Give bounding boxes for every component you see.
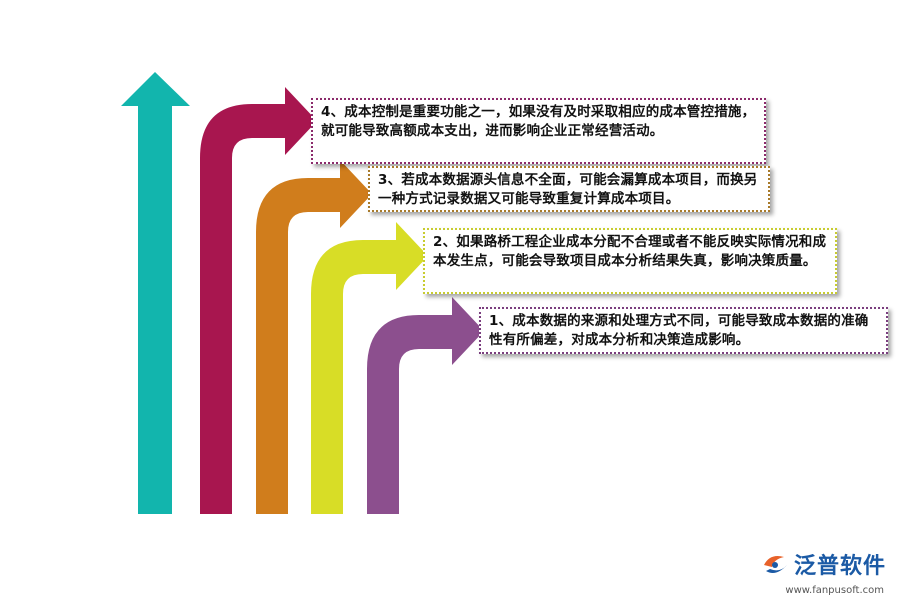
text-box-3: 3、若成本数据源头信息不全面，可能会漏算成本项目，而换另一种方式记录数据又可能导… <box>368 166 770 212</box>
text-box-1-label: 1、成本数据的来源和处理方式不同，可能导致成本数据的准确性有所偏差，对成本分析和… <box>489 313 869 348</box>
arrow-4 <box>200 87 317 514</box>
text-box-2-label: 2、如果路桥工程企业成本分配不合理或者不能反映实际情况和成本发生点，可能会导致项… <box>433 234 827 269</box>
text-box-2: 2、如果路桥工程企业成本分配不合理或者不能反映实际情况和成本发生点，可能会导致项… <box>423 228 837 294</box>
text-box-4: 4、成本控制是重要功能之一，如果没有及时采取相应的成本管控措施，就可能导致高额成… <box>311 98 766 164</box>
brand-logo: 泛普软件 <box>760 548 886 580</box>
logo-url: www.fanpusoft.com <box>785 585 884 596</box>
text-box-3-label: 3、若成本数据源头信息不全面，可能会漏算成本项目，而换另一种方式记录数据又可能导… <box>378 172 758 207</box>
arrow-2 <box>311 222 428 514</box>
text-box-1: 1、成本数据的来源和处理方式不同，可能导致成本数据的准确性有所偏差，对成本分析和… <box>479 307 888 354</box>
logo-name: 泛普软件 <box>793 554 886 579</box>
text-box-4-label: 4、成本控制是重要功能之一，如果没有及时采取相应的成本管控措施，就可能导致高额成… <box>321 104 756 139</box>
main-up-arrow <box>121 72 190 514</box>
arrow-3 <box>256 160 372 514</box>
fanpu-logo-icon <box>763 556 787 573</box>
arrow-1 <box>367 297 484 514</box>
